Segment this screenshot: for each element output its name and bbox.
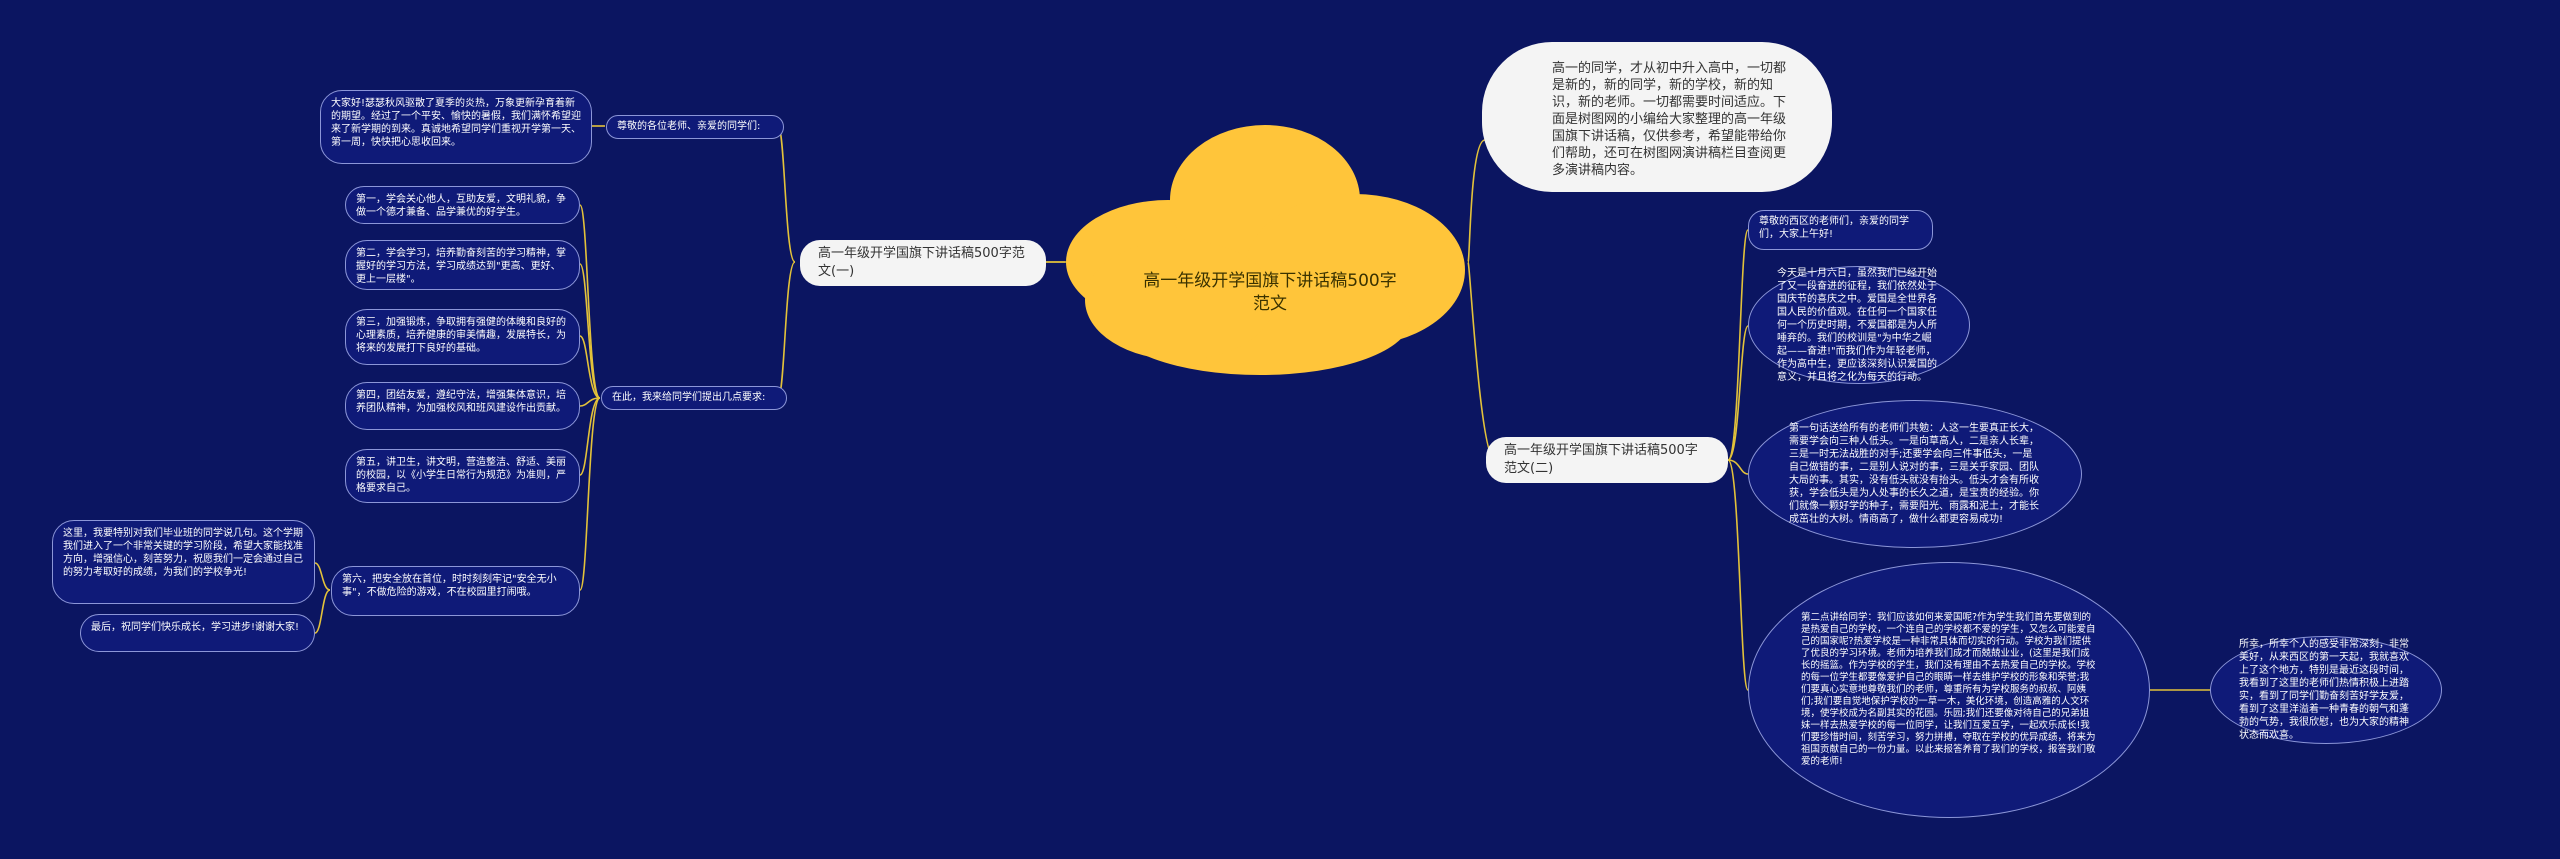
requirement-4[interactable]: 第四，团结友爱，遵纪守法，增强集体意识，培养团队精神，为加强校风和班风建设作出贡…: [345, 382, 580, 430]
branch-1-greeting-text: 尊敬的各位老师、亲爱的同学们:: [617, 121, 761, 132]
center-topic[interactable]: 高一年级开学国旗下讲话稿500字范文: [1143, 271, 1397, 314]
branch-2-point-3-text: 第二点讲给同学：我们应该如何来爱国呢?作为学生我们首先要做到的是热爱自己的学校，…: [1801, 612, 2096, 767]
requirements-node[interactable]: 在此，我来给同学们提出几点要求:: [601, 386, 787, 410]
branch-1-greeting[interactable]: 尊敬的各位老师、亲爱的同学们:: [606, 115, 784, 139]
greeting-detail-text: 大家好!瑟瑟秋风驱散了夏季的炎热，万象更新孕育着新的期望。经过了一个平安、愉快的…: [331, 98, 581, 148]
requirement-3-text: 第三，加强锻炼，争取拥有强健的体魄和良好的心理素质，培养健康的审美情趣，发展特长…: [356, 317, 566, 354]
intro-text: 高一的同学，才从初中升入高中，一切都是新的，新的同学，新的学校，新的知识，新的老…: [1552, 61, 1787, 178]
requirement-6-text: 第六，把安全放在首位，时时刻刻牢记"安全无小事"，不做危险的游戏，不在校园里打闹…: [342, 574, 557, 598]
requirement-2-text: 第二，学会学习，培养勤奋刻苦的学习精神，掌握好的学习方法，学习成绩达到"更高、更…: [356, 248, 566, 285]
requirement-3[interactable]: 第三，加强锻炼，争取拥有强健的体魄和良好的心理素质，培养健康的审美情趣，发展特长…: [345, 309, 580, 365]
intro-note[interactable]: 高一的同学，才从初中升入高中，一切都是新的，新的同学，新的学校，新的知识，新的老…: [1482, 42, 1832, 192]
branch-2-point-2-text: 第一句话送给所有的老师们共勉：人这一生要真正长大，需要学会向三种人低头。一是向草…: [1789, 423, 2039, 525]
closing-1[interactable]: 最后，祝同学们快乐成长，学习进步!谢谢大家!: [80, 614, 315, 652]
branch-2-point-3[interactable]: 第二点讲给同学：我们应该如何来爱国呢?作为学生我们首先要做到的是热爱自己的学校，…: [1748, 562, 2150, 818]
requirements-text: 在此，我来给同学们提出几点要求:: [612, 392, 766, 403]
requirement-4-text: 第四，团结友爱，遵纪守法，增强集体意识，培养团队精神，为加强校风和班风建设作出贡…: [356, 390, 566, 414]
branch-2-closing[interactable]: 所幸，所幸个人的感受非常深刻，非常美好，从来西区的第一天起，我就喜欢上了这个地方…: [2210, 636, 2442, 744]
branch-2-point-2[interactable]: 第一句话送给所有的老师们共勉：人这一生要真正长大，需要学会向三种人低头。一是向草…: [1748, 400, 2082, 548]
center-cloud-shape: [1066, 125, 1465, 375]
branch-1-topic[interactable]: 高一年级开学国旗下讲话稿500字范文(一): [800, 240, 1046, 286]
branch-2-point-1-text: 今天是十月六日，虽然我们已经开始了又一段奋进的征程，我们依然处于国庆节的喜庆之中…: [1777, 267, 1937, 383]
safety-detail[interactable]: 这里，我要特别对我们毕业班的同学说几句。这个学期我们进入了一个非常关键的学习阶段…: [52, 520, 315, 604]
greeting-detail[interactable]: 大家好!瑟瑟秋风驱散了夏季的炎热，万象更新孕育着新的期望。经过了一个平安、愉快的…: [320, 90, 592, 164]
requirement-5[interactable]: 第五，讲卫生，讲文明，营造整洁、舒适、美丽的校园，以《小学生日常行为规范》为准则…: [345, 449, 580, 503]
branch-2-topic[interactable]: 高一年级开学国旗下讲话稿500字范文(二): [1486, 437, 1728, 483]
requirement-6[interactable]: 第六，把安全放在首位，时时刻刻牢记"安全无小事"，不做危险的游戏，不在校园里打闹…: [331, 566, 580, 616]
branch-2-closing-text: 所幸，所幸个人的感受非常深刻，非常美好，从来西区的第一天起，我就喜欢上了这个地方…: [2239, 639, 2409, 741]
branch-2-label: 高一年级开学国旗下讲话稿500字范文(二): [1504, 443, 1698, 476]
requirement-5-text: 第五，讲卫生，讲文明，营造整洁、舒适、美丽的校园，以《小学生日常行为规范》为准则…: [356, 457, 566, 494]
closing-1-text: 最后，祝同学们快乐成长，学习进步!谢谢大家!: [91, 622, 300, 633]
requirement-1[interactable]: 第一，学会关心他人，互助友爱，文明礼貌，争做一个德才兼备、品学兼优的好学生。: [345, 186, 580, 224]
requirement-1-text: 第一，学会关心他人，互助友爱，文明礼貌，争做一个德才兼备、品学兼优的好学生。: [356, 194, 566, 218]
branch-2-greeting[interactable]: 尊敬的西区的老师们，亲爱的同学们，大家上午好!: [1748, 210, 1933, 250]
requirement-2[interactable]: 第二，学会学习，培养勤奋刻苦的学习精神，掌握好的学习方法，学习成绩达到"更高、更…: [345, 240, 580, 290]
branch-2-point-1[interactable]: 今天是十月六日，虽然我们已经开始了又一段奋进的征程，我们依然处于国庆节的喜庆之中…: [1748, 266, 1970, 384]
safety-detail-text: 这里，我要特别对我们毕业班的同学说几句。这个学期我们进入了一个非常关键的学习阶段…: [63, 528, 303, 578]
branch-1-label: 高一年级开学国旗下讲话稿500字范文(一): [818, 246, 1025, 279]
branch-2-greeting-text: 尊敬的西区的老师们，亲爱的同学们，大家上午好!: [1759, 216, 1909, 240]
